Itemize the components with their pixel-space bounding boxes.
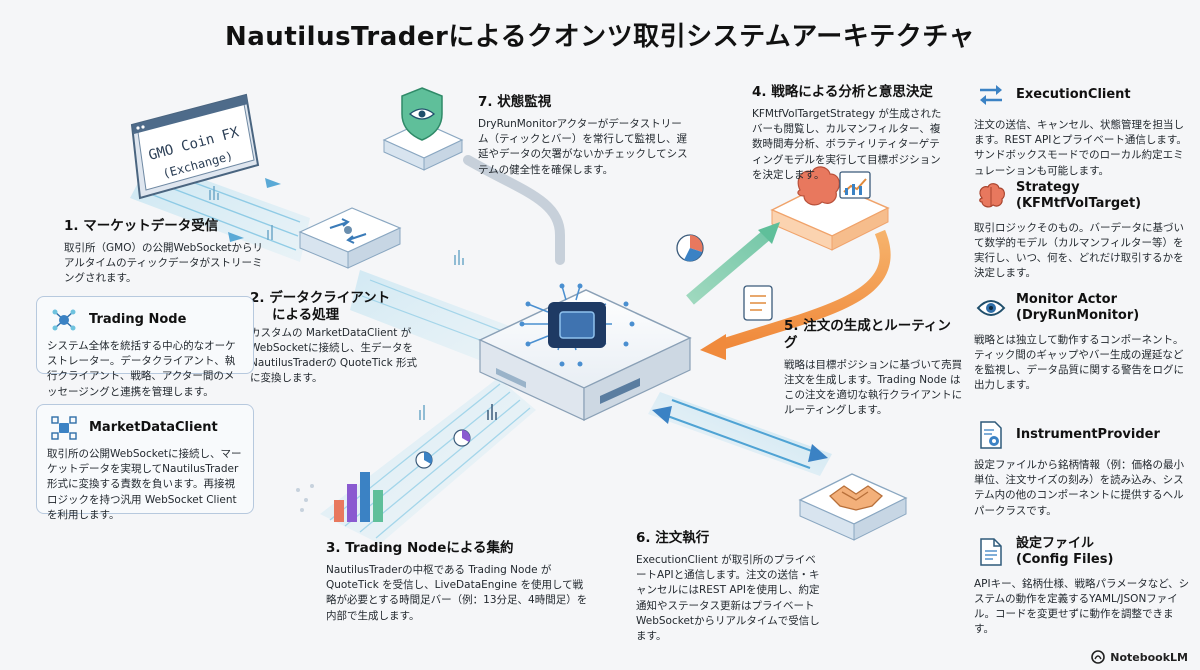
step-6-title: 6. 注文執行 [636,530,710,546]
step-6: 6. 注文執行 ExecutionClient が取引所のプライベートAPIと通… [636,530,820,644]
instrument-provider-item: InstrumentProvider 設定ファイルから銘柄情報（例：価格の最小単… [974,420,1192,519]
step-1-body: 取引所（GMO）の公開WebSocketからリアルタイムのティックデータがストリ… [64,241,263,285]
step-1-title: 1. マーケットデータ受信 [64,218,219,234]
monitor-actor-name: Monitor Actor (DryRunMonitor) [1016,292,1140,324]
notebooklm-logo-icon [1091,650,1106,664]
step-7-title: 7. 状態監視 [478,94,552,110]
small-pie-icons [415,429,471,469]
step-3-title: 3. Trading Nodeによる集約 [326,540,514,556]
bar-chart-icon [334,472,383,522]
brain-icon [797,166,840,206]
execution-tile [798,473,908,541]
market-data-client-box: MarketDataClient 取引所の公開WebSocketに接続し、マーケ… [36,404,254,521]
instrument-provider-name: InstrumentProvider [1016,426,1160,442]
document-gear-icon [974,420,1008,450]
execution-client-body: 注文の送信、キャンセル、状態管理を担当します。REST APIとプライベート通信… [974,119,1187,177]
monitor-tile [382,87,464,171]
strategy-body: 取引ロジックそのもの。バーデータに基づいて数学的モデル（カルマンフィルター等）を… [974,221,1184,280]
order-document-icon [743,285,773,321]
execution-band [648,392,832,476]
data-network-icon [47,413,81,443]
execution-client-name: ExecutionClient [1016,86,1131,102]
trading-node-body: システム全体を統括する中心的なオーケストレーター。データクライアント、執行クライ… [47,340,236,398]
config-files-body: APIキー、銘柄仕様、戦略パラメータなど、システムの動作を定義するYAML/JS… [974,577,1190,636]
step-1: 1. マーケットデータ受信 取引所（GMO）の公開WebSocketからリアルタ… [64,218,264,287]
network-hub-icon [47,305,81,335]
page-title: NautilusTraderによるクオンツ取引システムアーキテクチャ [225,22,975,52]
monitor-link [463,155,565,265]
step-7-body: DryRunMonitorアクターがデータストリーム（ティックとバー）を常行して… [478,117,688,176]
gear-icon [344,226,352,234]
trading-node-name: Trading Node [89,311,187,327]
step-4: 4. 戦略による分析と意思決定 KFMtfVolTargetStrategy が… [752,84,948,183]
step-3: 3. Trading Nodeによる集約 NautilusTraderの中枢であ… [326,540,588,624]
step-3-body: NautilusTraderの中枢である Trading Node が Quot… [326,563,588,622]
instrument-provider-body: 設定ファイルから銘柄情報（例：価格の最小単位、注文サイズの刻み）を読み込み、シス… [974,459,1184,517]
cpu-chip-icon [519,283,635,367]
step-5: 5. 注文の生成とルーティング 戦略は目標ポジションに基づいて売買注文を生成しま… [784,318,964,419]
quote-tick-stream [350,270,520,372]
step-6-body: ExecutionClient が取引所のプライベートAPIと通信します。注文の… [636,553,820,642]
data-client-tile [298,207,402,269]
step-2: 2. データクライアント による処理 カスタムの MarketDataClien… [250,290,420,387]
config-files-name: 設定ファイル (Config Files) [1016,536,1114,568]
strategy-name: Strategy (KFMtfVolTarget) [1016,180,1142,212]
step-5-title: 5. 注文の生成とルーティング [784,318,951,351]
strategy-item: Strategy (KFMtfVolTarget) 取引ロジックそのもの。バーデ… [974,180,1192,281]
brain-icon [974,181,1008,211]
execution-client-item: ExecutionClient 注文の送信、キャンセル、状態管理を担当します。R… [974,80,1192,179]
step-2-title: 2. データクライアント による処理 [250,290,391,323]
bars-to-strategy-arrow [686,227,774,305]
order-routing-arrow [718,229,891,351]
pie-chart-icon [676,234,704,262]
footer-brand: NotebookLM [1091,650,1188,664]
step-5-body: 戦略は目標ポジションに基づいて売買注文を生成します。Trading Node は… [784,358,963,417]
step-4-body: KFMtfVolTargetStrategy が生成されたバーも閲覧し、カルマン… [752,107,942,181]
config-files-item: 設定ファイル (Config Files) APIキー、銘柄仕様、戦略パラメータ… [974,536,1192,637]
monitor-actor-item: Monitor Actor (DryRunMonitor) 戦略とは独立して動作… [974,292,1192,393]
strategy-tile [770,166,890,251]
file-icon [974,537,1008,567]
market-data-client-name: MarketDataClient [89,419,218,435]
swap-arrows-icon [974,80,1008,110]
trading-node-box: Trading Node システム全体を統括する中心的なオーケストレーター。デー… [36,296,254,398]
step-7: 7. 状態監視 DryRunMonitorアクターがデータストリーム（ティックと… [478,94,688,178]
eye-icon [974,293,1008,323]
market-data-client-body: 取引所の公開WebSocketに接続し、マーケットデータを実現してNautilu… [47,448,242,521]
handshake-icon [828,485,884,511]
monitor-actor-body: 戦略とは独立して動作するコンポーネント。ティック間のギャップやバー生成の遅延など… [974,333,1184,392]
step-2-body: カスタムの MarketDataClient がWebSocketに接続し、生デ… [250,326,418,385]
exchange-monitor [130,93,260,200]
step-4-title: 4. 戦略による分析と意思決定 [752,84,933,100]
